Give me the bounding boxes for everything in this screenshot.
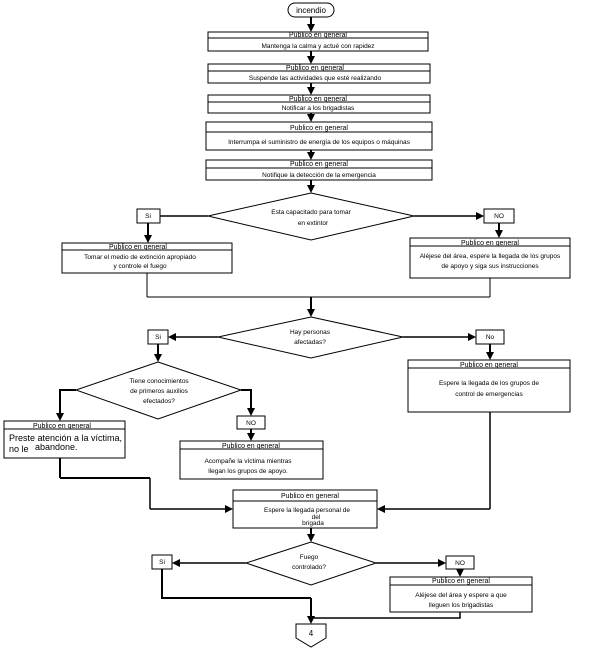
svg-text:Publico en general: Publico en general bbox=[33, 423, 91, 430]
offpage-connector: 4 bbox=[295, 623, 327, 648]
box-espere-brigada: Publico en general Espere la llegada per… bbox=[232, 489, 378, 529]
svg-text:NO: NO bbox=[455, 560, 465, 567]
svg-text:y controle el fuego: y controle el fuego bbox=[113, 263, 167, 270]
svg-text:afectadas?: afectadas? bbox=[294, 339, 326, 346]
step-box-5: Publico en general Notifique la detecció… bbox=[205, 159, 433, 181]
svg-text:Si: Si bbox=[145, 213, 151, 220]
step-text: Mantenga la calma y actué con rapidez bbox=[261, 43, 374, 50]
svg-text:de apoyo y siga sus instruccio: de apoyo y siga sus instrucciones bbox=[441, 263, 539, 270]
svg-text:Si: Si bbox=[159, 559, 165, 566]
step-box-1: Publico en general Mantenga la calma y a… bbox=[207, 31, 429, 52]
step-text: Notifique la detección de la emergencia bbox=[262, 172, 376, 179]
no-label-2: No bbox=[475, 329, 505, 345]
no-label-3: NO bbox=[236, 415, 266, 430]
step-header: Publico en general bbox=[289, 32, 347, 39]
box-tomar-extintor: Publico en general Tomar el medio de ext… bbox=[61, 242, 233, 274]
step-text: Interrumpa el suministro de energía de l… bbox=[228, 139, 410, 146]
yes-label-4: Si bbox=[151, 554, 173, 570]
step-header: Publico en general bbox=[286, 65, 344, 72]
svg-text:Espere la llegada personal d: Espere la llegada personal de bbox=[264, 507, 350, 514]
svg-text:No: No bbox=[486, 334, 495, 341]
step-box-3: Publico en general Notificar a los briga… bbox=[207, 94, 431, 114]
decision-extintor: Esta capacitado para tomar en extintor bbox=[207, 192, 415, 241]
yes-label-1: Si bbox=[136, 208, 161, 224]
step-box-2: Publico en general Suspende las activida… bbox=[207, 63, 431, 84]
step-text: Suspende las actividades que esté realiz… bbox=[249, 75, 382, 82]
decision-primeros-auxilios: Tiene conocimientos de primeros auxilios… bbox=[74, 361, 243, 420]
svg-text:4: 4 bbox=[309, 629, 314, 638]
yes-label-2: Si bbox=[147, 329, 169, 345]
svg-text:Tiene conocimientos: Tiene conocimientos bbox=[129, 378, 189, 385]
step-header: Publico en general bbox=[289, 96, 347, 103]
svg-text:Tomar el medio de extinción ap: Tomar el medio de extinción apropiado bbox=[84, 254, 196, 261]
box-espere-grupos-control: Publico en general Espere la llegada de … bbox=[407, 359, 571, 413]
svg-text:Publico en general: Publico en general bbox=[461, 240, 519, 247]
svg-text:Publico en general: Publico en general bbox=[281, 493, 339, 500]
svg-text:Hay personas: Hay personas bbox=[290, 329, 331, 336]
svg-text:Publico en general: Publico en general bbox=[222, 443, 280, 450]
svg-text:Aléjese del área y espere a qu: Aléjese del área y espere a que bbox=[415, 592, 507, 599]
svg-text:Aléjese del área, espere la: Aléjese del área, espere la llegada de l… bbox=[420, 253, 561, 260]
svg-text:NO: NO bbox=[246, 420, 256, 427]
svg-text:NO: NO bbox=[494, 213, 504, 220]
svg-text:abandone.: abandone. bbox=[35, 442, 78, 452]
svg-text:lleguen los brigadistas: lleguen los brigadistas bbox=[429, 602, 494, 609]
no-label-1: NO bbox=[483, 208, 515, 224]
svg-text:Espere la llegada de los grupo: Espere la llegada de los grupos de bbox=[439, 380, 539, 387]
svg-text:de primeros auxilios: de primeros auxilios bbox=[130, 388, 189, 395]
svg-text:efectados?: efectados? bbox=[143, 398, 175, 405]
no-label-4: NO bbox=[445, 555, 475, 570]
step-header: Publico en general bbox=[290, 161, 348, 168]
decision-text: en extintor bbox=[298, 220, 329, 227]
step-header: Publico en general bbox=[290, 125, 348, 132]
svg-text:Preste atención a la víctima,: Preste atención a la víctima, bbox=[9, 433, 122, 443]
box-preste-atencion: Publico en general Preste atención a la … bbox=[3, 420, 126, 459]
svg-text:llegan los grupos de apoyo.: llegan los grupos de apoyo. bbox=[208, 468, 288, 475]
svg-text:Si: Si bbox=[155, 334, 161, 341]
box-alejese-espere-brigadistas: Publico en general Aléjese del área y es… bbox=[389, 576, 533, 613]
box-acompane-victima: Publico en general Acompañe la víctima m… bbox=[179, 440, 324, 480]
decision-personas-afectadas: Hay personas afectadas? bbox=[217, 316, 404, 359]
step-text: Notificar a los brigadistas bbox=[282, 105, 355, 112]
svg-text:Fuego: Fuego bbox=[300, 554, 319, 561]
svg-text:control de emergencias: control de emergencias bbox=[455, 391, 523, 398]
start-terminal: incendio bbox=[287, 2, 335, 18]
svg-text:brigada: brigada bbox=[302, 520, 324, 527]
decision-text: Esta capacitado para tomar bbox=[271, 209, 351, 216]
decision-fuego-controlado: Fuego controlado? bbox=[244, 541, 378, 586]
svg-text:Publico en general: Publico en general bbox=[432, 578, 490, 585]
svg-text:Acompañe la víctima mientras: Acompañe la víctima mientras bbox=[204, 458, 292, 465]
box-alejese-area: Publico en general Aléjese del área, esp… bbox=[409, 237, 571, 279]
start-label: incendio bbox=[296, 6, 326, 15]
svg-text:del: del bbox=[312, 514, 321, 521]
step-box-4: Publico en general Interrumpa el suminis… bbox=[205, 121, 433, 151]
svg-text:Publico en general: Publico en general bbox=[460, 362, 518, 369]
svg-text:controlado?: controlado? bbox=[292, 564, 326, 571]
svg-text:no le: no le bbox=[9, 444, 29, 454]
svg-text:Publico en general: Publico en general bbox=[109, 244, 167, 251]
